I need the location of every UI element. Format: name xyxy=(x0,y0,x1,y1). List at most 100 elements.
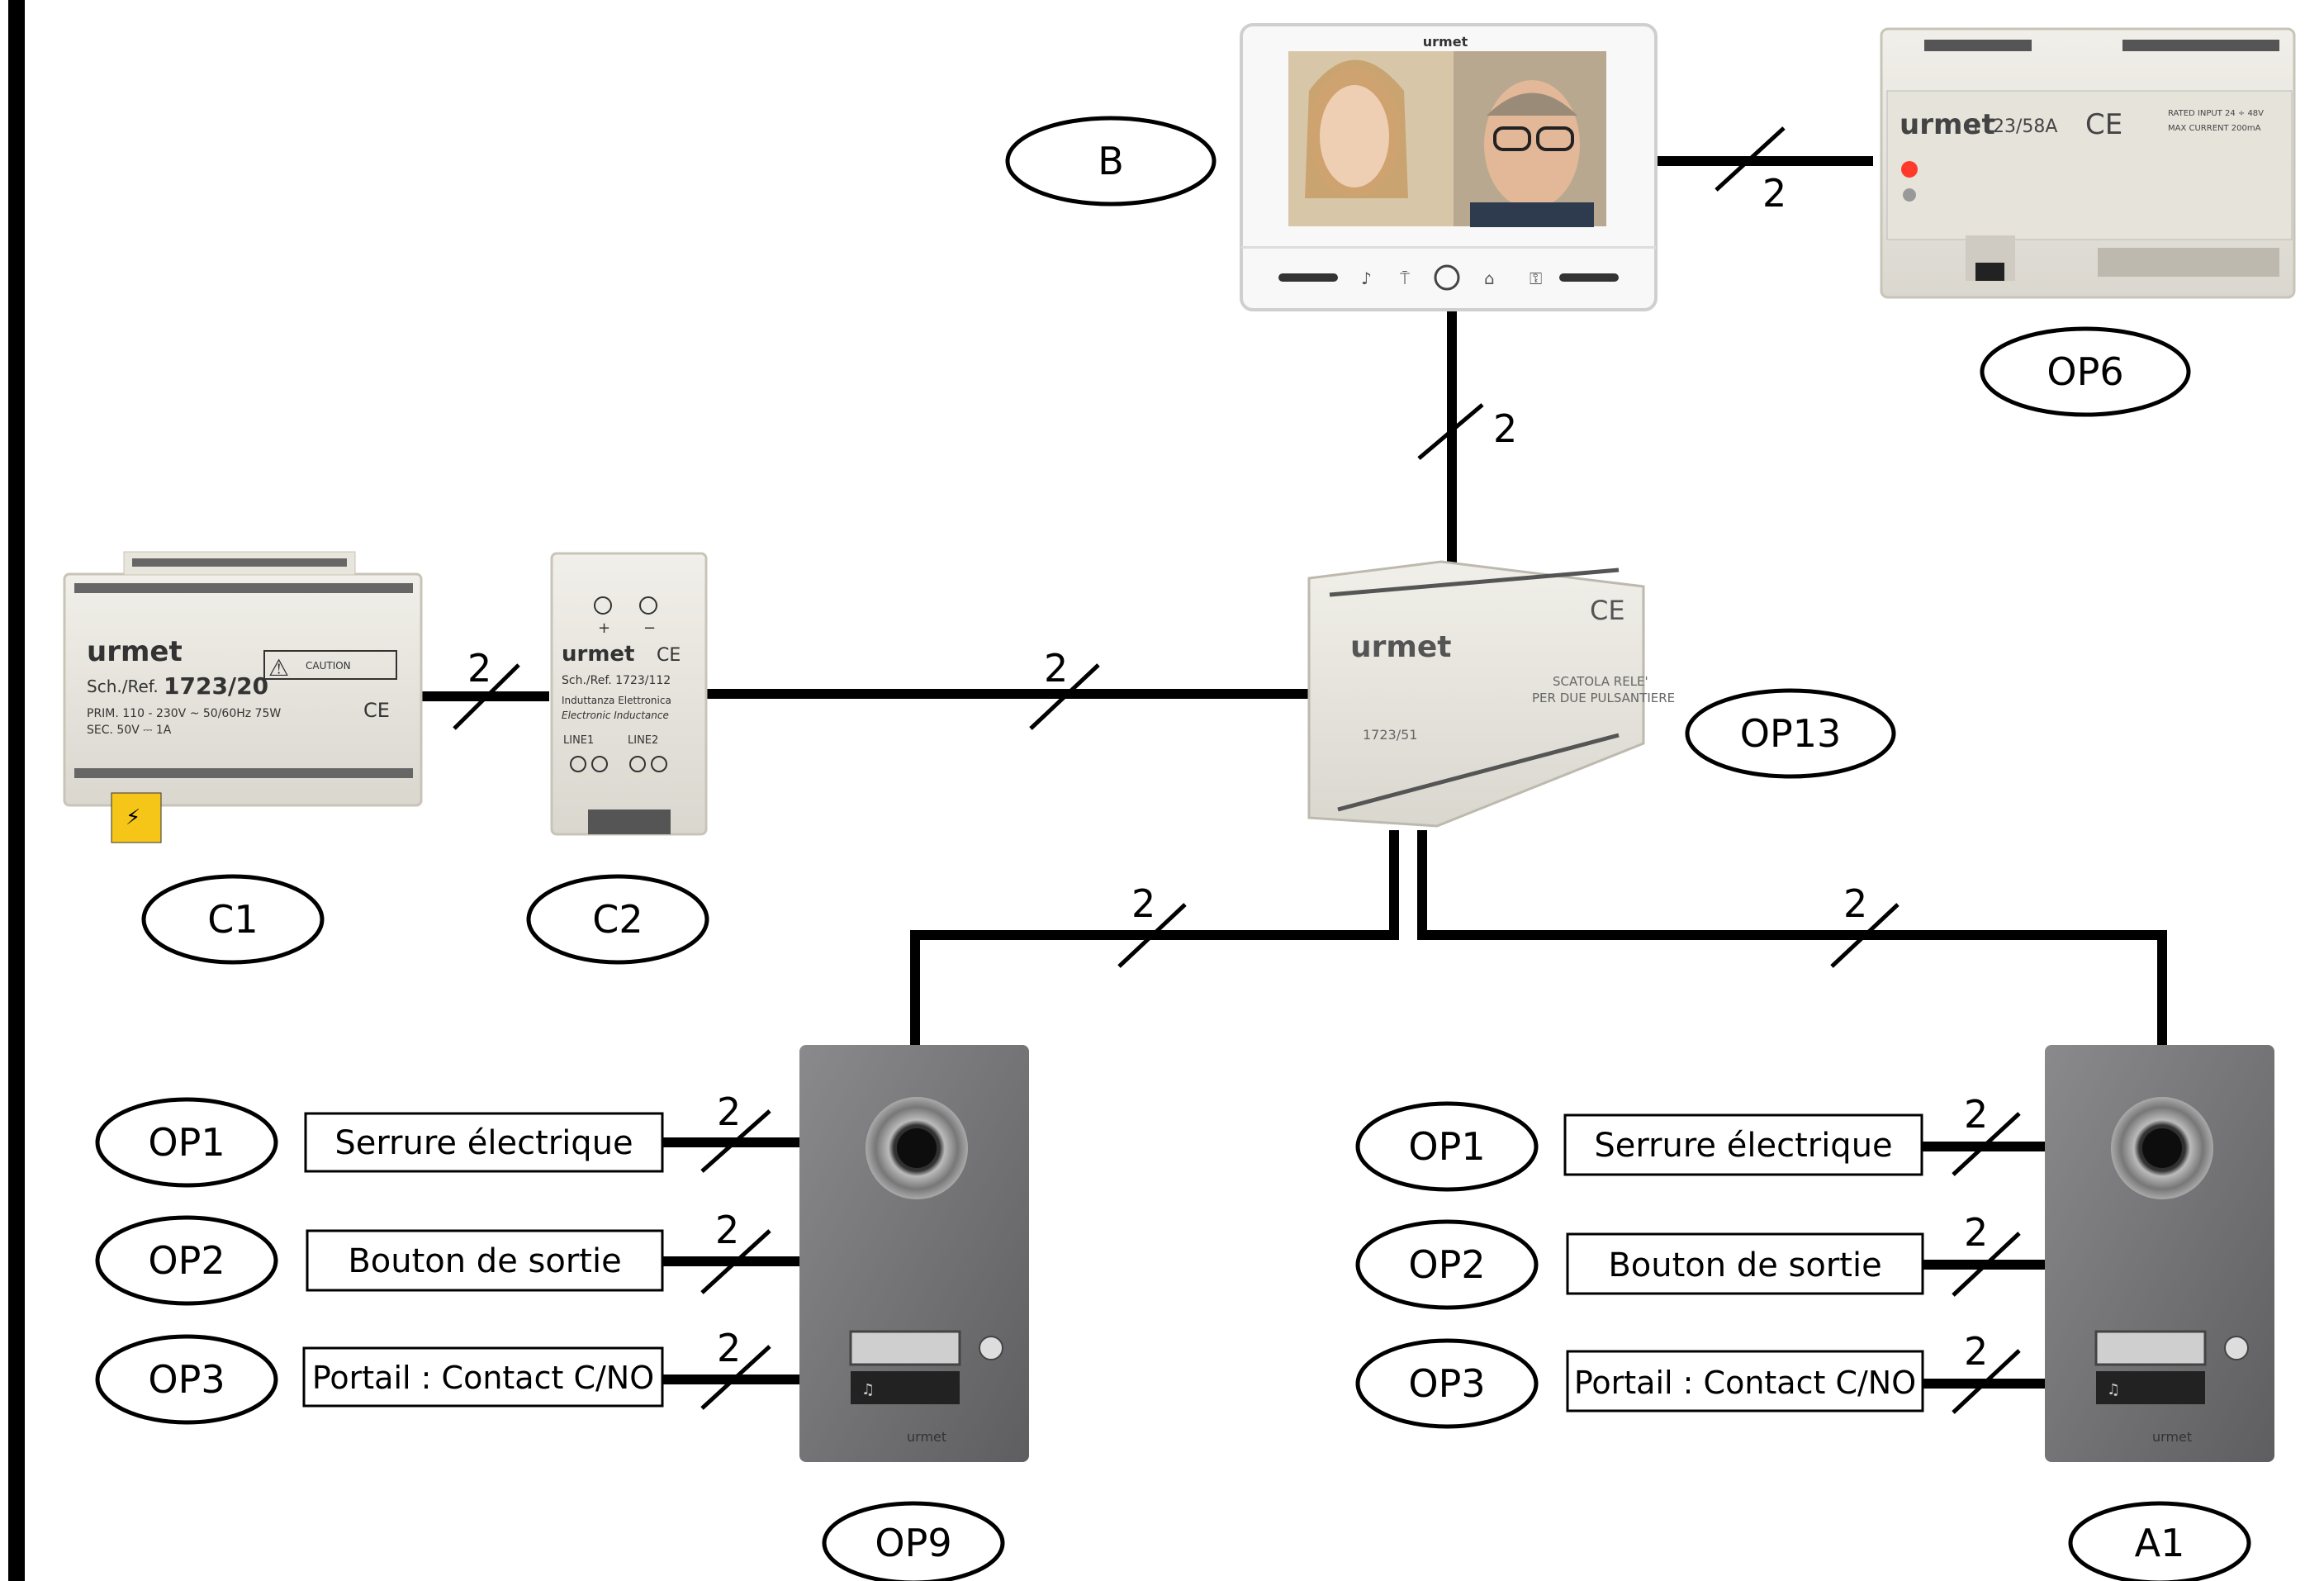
danger-icon: ⚡ xyxy=(126,805,140,830)
reset-button[interactable] xyxy=(1903,188,1916,202)
label-ellipse-c1 xyxy=(141,874,325,965)
label-c2: C2 xyxy=(592,897,643,942)
op9-brand: urmet xyxy=(907,1429,946,1445)
wire-count-op9-out2: 2 xyxy=(715,1208,739,1252)
a1-bell-icon: ♫ xyxy=(2107,1381,2120,1398)
slash-a1-out1 xyxy=(1952,1112,2021,1176)
monitor-brand: urmet xyxy=(1423,34,1468,50)
label-right-op1: OP1 xyxy=(1408,1124,1485,1169)
a1-brand: urmet xyxy=(2152,1429,2192,1445)
label-ellipse-a1 xyxy=(2068,1501,2251,1581)
wire-slashes xyxy=(453,126,2021,1414)
c2-line2: LINE2 xyxy=(628,734,658,747)
c1-prim: PRIM. 110 - 230V ~ 50/60Hz 75W xyxy=(87,707,281,720)
monitor-key-icon[interactable]: ⚿ xyxy=(1530,268,1542,288)
label-ellipse-right-op3 xyxy=(1355,1338,1539,1429)
label-ellipse-left-op3 xyxy=(95,1334,278,1425)
label-ellipse-op13 xyxy=(1685,688,1896,779)
label-ellipse-b xyxy=(1005,116,1217,207)
label-right-op2: OP2 xyxy=(1408,1242,1485,1287)
c2-ref: Sch./Ref. 1723/112 xyxy=(562,674,671,687)
right-output-boxes xyxy=(1563,1113,1924,1412)
c2-line-a: Induttanza Elettronica xyxy=(562,695,671,706)
relay-text-b: PER DUE PULSANTIERE xyxy=(1532,691,1675,705)
left-output-text-2: Bouton de sortie xyxy=(348,1242,621,1280)
power-icon[interactable] xyxy=(1434,264,1460,291)
left-output-text-1: Serrure électrique xyxy=(334,1124,633,1162)
door-station-op9-button[interactable] xyxy=(979,1336,1003,1360)
monitor-left-bar xyxy=(1278,273,1338,282)
c2-plus: + xyxy=(598,620,610,637)
label-ellipse-c2 xyxy=(526,874,709,965)
right-output-text-1: Serrure électrique xyxy=(1594,1127,1892,1165)
relay-ce: CE xyxy=(1590,595,1625,626)
label-ellipse-op6 xyxy=(1980,326,2191,417)
c1-ref-prefix: Sch./Ref. xyxy=(87,677,159,696)
door-station-a1: ♫ urmet xyxy=(2045,1045,2274,1462)
wire-count-op9-out1: 2 xyxy=(717,1090,741,1134)
relay-brand: urmet xyxy=(1350,630,1452,664)
wire-count-a1-out1: 2 xyxy=(1964,1092,1988,1137)
gateway-max: MAX CURRENT 200mA xyxy=(2168,124,2261,133)
label-ellipse-right-op2 xyxy=(1355,1219,1539,1310)
label-left-op2: OP2 xyxy=(148,1238,225,1283)
slash-a1-out2 xyxy=(1952,1232,2021,1297)
c1-caution: CAUTION xyxy=(306,660,351,672)
label-left-op1: OP1 xyxy=(148,1120,225,1165)
slash-a1-out3 xyxy=(1952,1349,2021,1414)
left-output-boxes xyxy=(302,1112,664,1408)
relay-box-device: urmet CE 1723/51 SCATOLA RELE' PER DUE P… xyxy=(1307,560,1675,828)
label-op9: OP9 xyxy=(875,1521,951,1565)
wire-count-op9-out3: 2 xyxy=(717,1326,741,1370)
wire-count-c1-c2: 2 xyxy=(467,646,491,691)
c2-brand: urmet xyxy=(562,642,635,667)
monitor-right-bar xyxy=(1559,273,1619,282)
slash-op9-out3 xyxy=(700,1345,771,1410)
c2-minus: − xyxy=(643,620,656,637)
monitor-device: urmet ⚿ ⌂ ♪ ⍑ xyxy=(1240,23,1658,311)
label-ellipse-right-op1 xyxy=(1355,1101,1539,1192)
right-output-text-3: Portail : Contact C/NO xyxy=(1574,1365,1916,1401)
c2-line1: LINE1 xyxy=(563,734,594,747)
relay-text-a: SCATOLA RELE' xyxy=(1553,674,1648,689)
c2-ce: CE xyxy=(657,645,681,666)
label-ellipse-op9 xyxy=(822,1501,1005,1581)
slash-relay-op9 xyxy=(1117,903,1187,968)
slash-c2-relay xyxy=(1029,663,1100,730)
slash-op9-out2 xyxy=(700,1229,771,1294)
slash-monitor-relay xyxy=(1417,403,1484,460)
left-border-bar xyxy=(8,0,25,1581)
status-led xyxy=(1901,161,1918,178)
label-right-op3: OP3 xyxy=(1408,1361,1485,1406)
wire-count-monitor-gateway: 2 xyxy=(1762,171,1786,216)
c1-ref: 1723/20 xyxy=(164,672,268,700)
wire-count-a1-out3: 2 xyxy=(1964,1329,1988,1374)
label-ellipse-left-op1 xyxy=(95,1097,278,1188)
label-a1: A1 xyxy=(2135,1521,2185,1565)
label-op6: OP6 xyxy=(2047,349,2123,394)
power-supply-device: urmet Sch./Ref. 1723/20 PRIM. 110 - 230V… xyxy=(63,551,423,843)
monitor-door-icon[interactable]: ⍑ xyxy=(1400,268,1410,288)
slash-op9-out1 xyxy=(700,1109,771,1173)
wire-count-c2-relay: 2 xyxy=(1044,646,1068,691)
left-output-text-3: Portail : Contact C/NO xyxy=(312,1360,654,1396)
c1-brand: urmet xyxy=(87,635,183,668)
monitor-bell-icon[interactable]: ♪ xyxy=(1361,268,1372,288)
label-left-op3: OP3 xyxy=(148,1357,225,1402)
ip-gateway-device: urmet 1723/58A CE RATED INPUT 24 ÷ 48V M… xyxy=(1880,27,2296,299)
label-b: B xyxy=(1098,139,1124,183)
wire-relay-op9 xyxy=(910,830,1399,1047)
gateway-rated: RATED INPUT 24 ÷ 48V xyxy=(2168,109,2264,118)
right-output-text-2: Bouton de sortie xyxy=(1608,1246,1881,1284)
gateway-brand: urmet xyxy=(1900,108,1995,141)
label-c1: C1 xyxy=(207,897,258,942)
door-station-a1-button[interactable] xyxy=(2224,1336,2249,1360)
wire-count-relay-op9: 2 xyxy=(1131,881,1155,926)
slash-c1-c2 xyxy=(453,663,520,730)
gateway-ref: 1723/58A xyxy=(1970,116,2057,137)
relay-ref: 1723/51 xyxy=(1363,727,1417,743)
monitor-home-icon[interactable]: ⌂ xyxy=(1484,268,1495,288)
danger-label xyxy=(111,792,162,843)
c1-sec: SEC. 50V ⎓ 1A xyxy=(87,724,172,737)
